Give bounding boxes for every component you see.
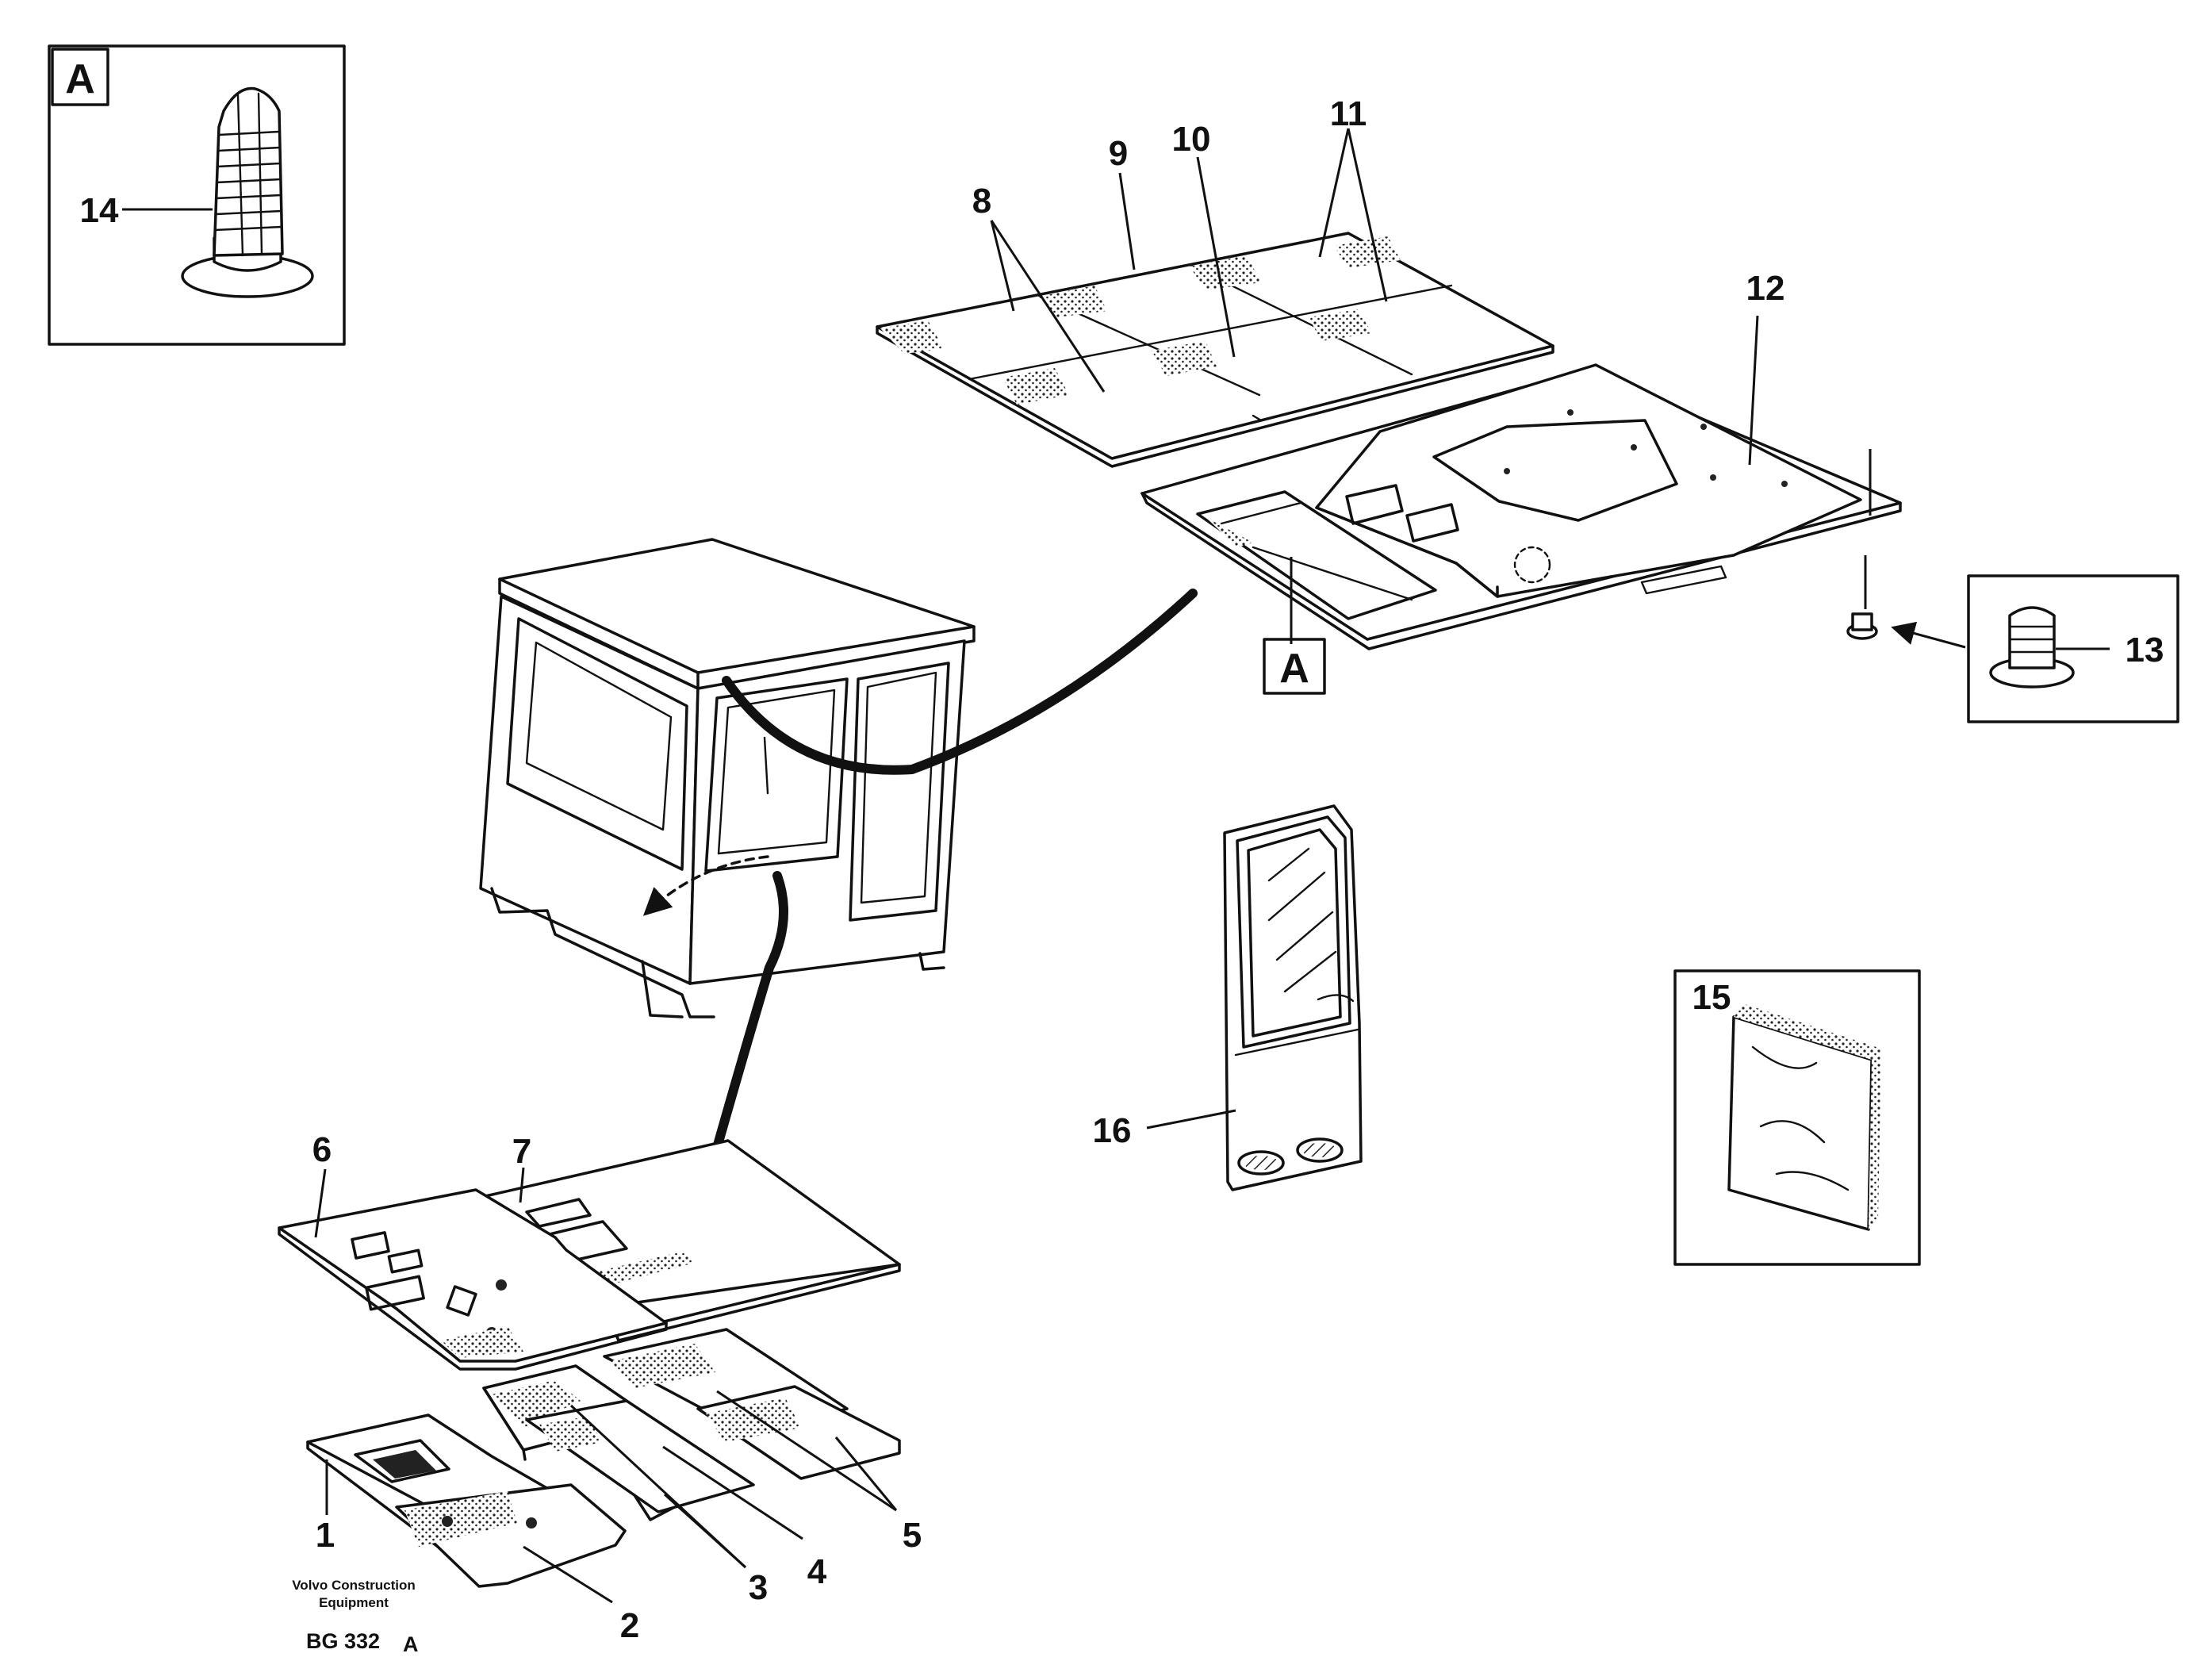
callout-2: 2: [620, 1606, 639, 1645]
revision-letter: A: [403, 1632, 419, 1656]
floor-mats-6-7: 7 6: [278, 1130, 901, 1371]
company-line-2: Equipment: [319, 1595, 389, 1610]
callout-14: 14: [80, 191, 119, 230]
detail-a-callout: A: [1263, 557, 1326, 695]
roof-panel-leaders: [990, 128, 1388, 393]
push-clip-14: [181, 86, 314, 298]
title-block: Volvo Construction Equipment BG 332 A: [292, 1578, 418, 1656]
detail-15-box: 15: [1673, 969, 1921, 1266]
screw-13: 13: [1846, 449, 2179, 723]
callout-10: 10: [1172, 120, 1211, 159]
cab-door-16: 16: [1093, 804, 1363, 1191]
callout-6: 6: [312, 1130, 332, 1169]
callout-8: 8: [972, 182, 991, 221]
callout-13: 13: [2126, 631, 2164, 669]
callout-1: 1: [316, 1516, 335, 1555]
callout-4: 4: [807, 1552, 827, 1591]
drawing-code: BG 332: [306, 1629, 380, 1653]
callout-9: 9: [1109, 134, 1128, 173]
callout-16: 16: [1093, 1111, 1132, 1150]
callout-letter-a: A: [1279, 646, 1309, 692]
callout-3: 3: [749, 1568, 768, 1607]
callout-7: 7: [512, 1132, 531, 1171]
detail-a-letter: A: [65, 56, 95, 102]
callout-11: 11: [1330, 94, 1367, 133]
cab-assembly: [479, 538, 1198, 1180]
callout-15: 15: [1692, 978, 1731, 1017]
callout-5: 5: [903, 1516, 922, 1555]
company-line-1: Volvo Construction: [292, 1578, 416, 1593]
detail-a-box: A 14: [48, 44, 346, 346]
roof-liner-12: 12: [1140, 269, 1902, 650]
floor-plates-1-5: 1 2 3 4 5: [306, 1328, 922, 1645]
callout-12: 12: [1746, 269, 1785, 308]
